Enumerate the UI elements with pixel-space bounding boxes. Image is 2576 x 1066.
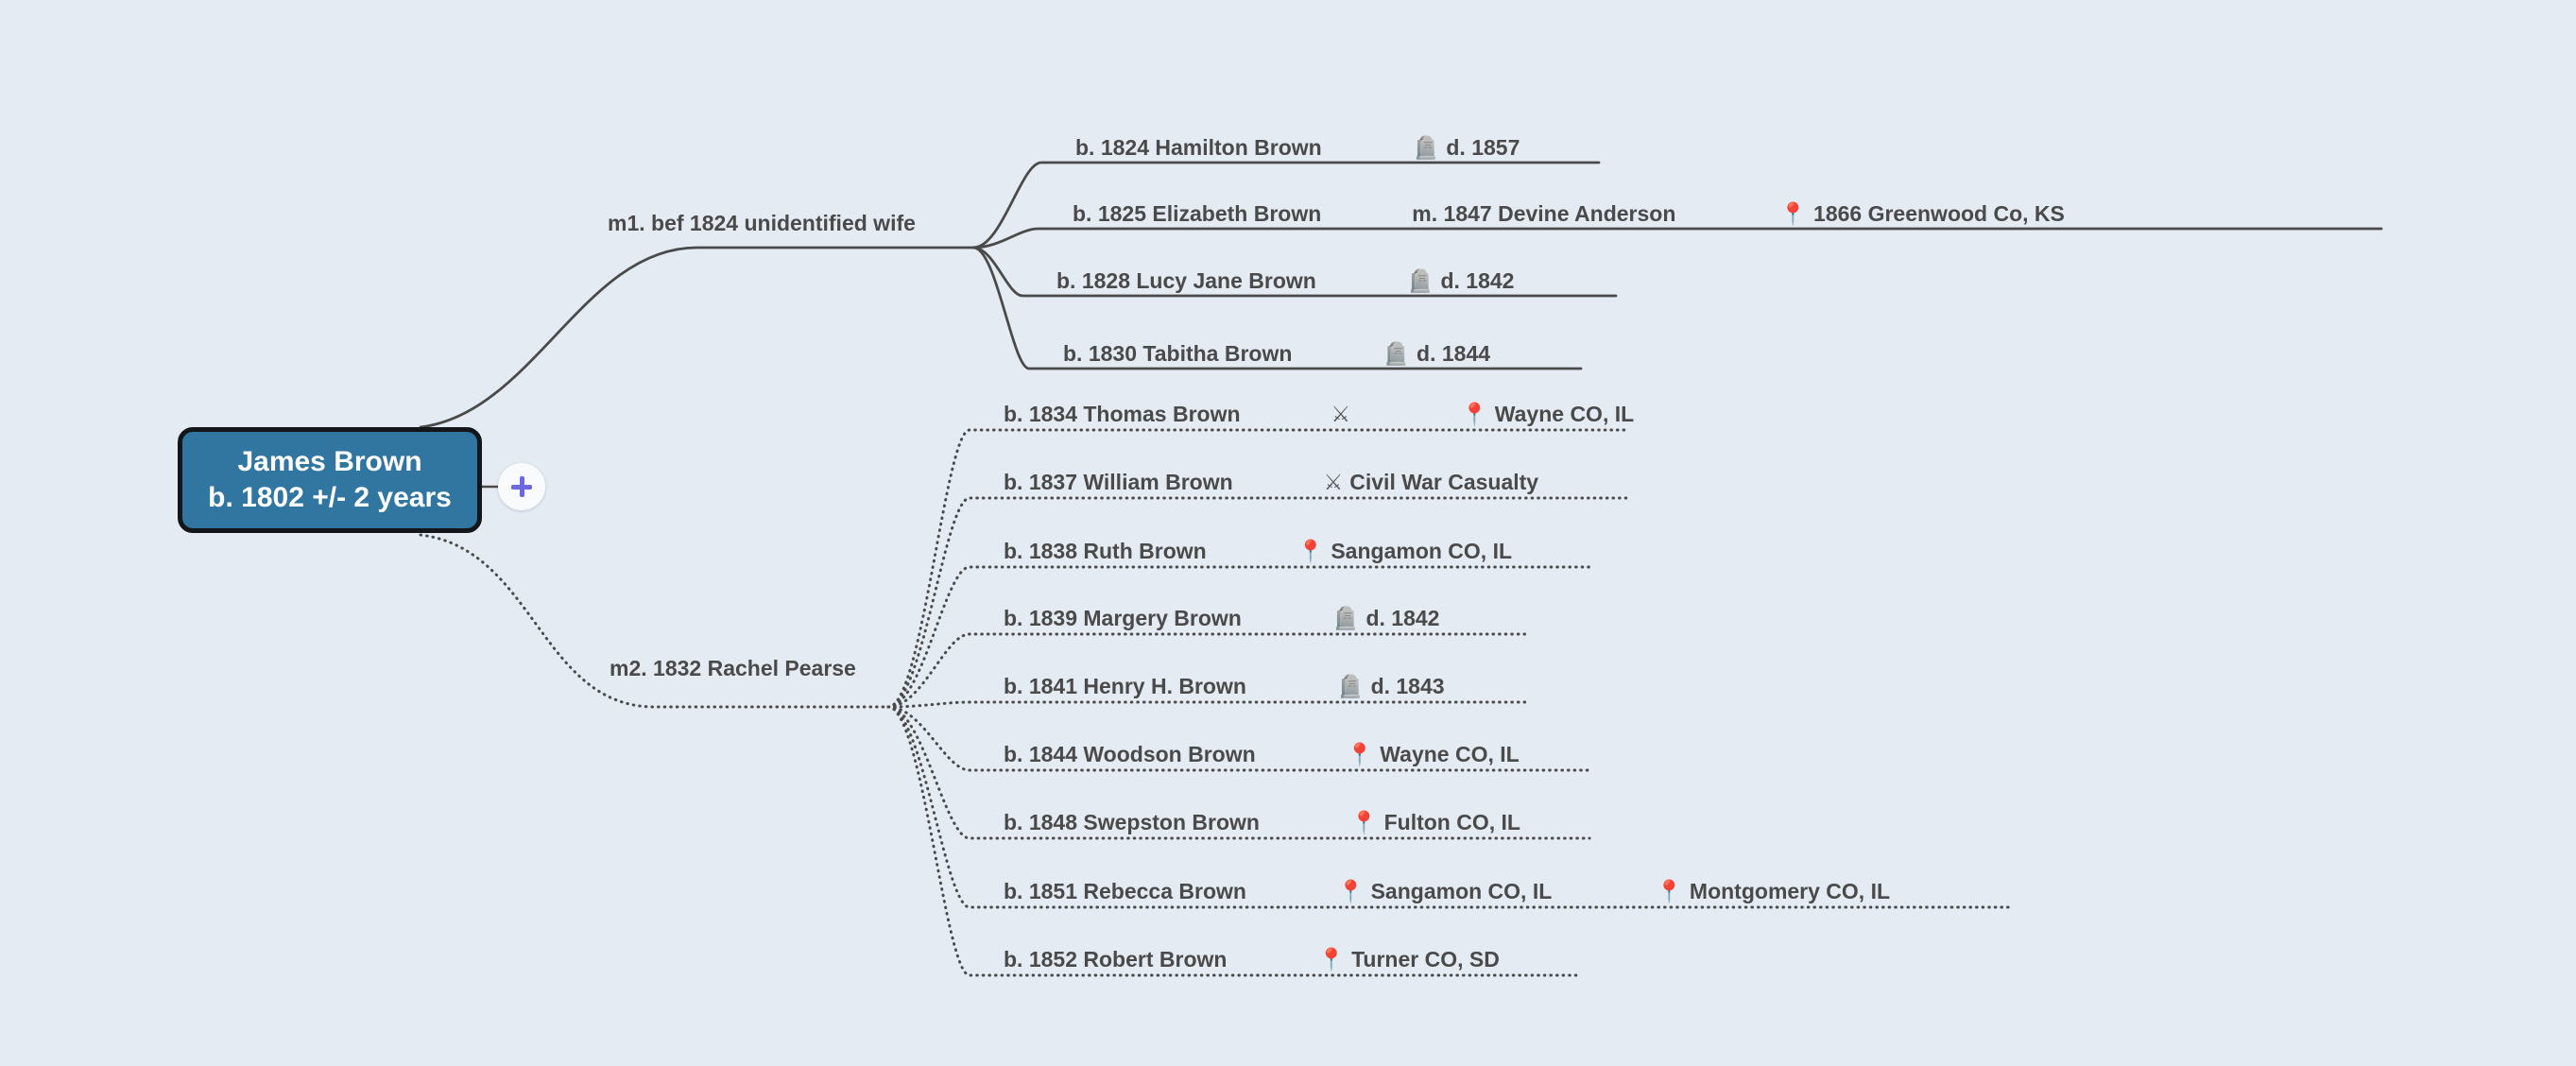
- child-connector: [886, 705, 2013, 909]
- add-node-button[interactable]: [498, 463, 545, 510]
- child-detail: 📍Sangamon CO, IL: [1297, 539, 1512, 564]
- child-detail-text: Wayne CO, IL: [1494, 402, 1635, 426]
- child-detail: 📍Fulton CO, IL: [1350, 810, 1520, 835]
- root-node-name: James Brown: [237, 445, 422, 477]
- child-node-label: b. 1828 Lucy Jane Brown: [1056, 268, 1316, 293]
- child-detail: 🪦d. 1842: [1332, 606, 1440, 631]
- child-detail-text: Fulton CO, IL: [1383, 810, 1520, 834]
- location-pin-icon: 📍: [1317, 948, 1346, 972]
- child-detail-text: Wayne CO, IL: [1380, 742, 1520, 766]
- child-detail-text: d. 1842: [1440, 268, 1515, 293]
- child-detail-text: Montgomery CO, IL: [1689, 879, 1891, 903]
- child-detail: 📍Wayne CO, IL: [1347, 742, 1520, 767]
- child-detail: 📍Sangamon CO, IL: [1337, 879, 1552, 904]
- child-node[interactable]: b. 1825 Elizabeth Brown m. 1847 Devine An…: [1073, 201, 2065, 233]
- child-node[interactable]: b. 1852 Robert Brown 📍Turner CO, SD: [1004, 947, 1500, 979]
- child-node[interactable]: b. 1834 Thomas Brown ⚔ 📍Wayne CO, IL: [1004, 402, 1634, 434]
- child-node-label: b. 1834 Thomas Brown: [1004, 402, 1241, 426]
- child-detail: 🪦d. 1844: [1382, 341, 1490, 367]
- location-pin-icon: 📍: [1346, 743, 1374, 767]
- root-node-birth: b. 1802 +/- 2 years: [208, 482, 452, 513]
- child-node-label: b. 1839 Margery Brown: [1004, 606, 1242, 630]
- child-node-label: b. 1837 William Brown: [1004, 470, 1233, 494]
- child-detail: 📍Montgomery CO, IL: [1656, 879, 1890, 904]
- child-detail: 📍Turner CO, SD: [1317, 947, 1499, 972]
- child-detail: 🪦d. 1842: [1407, 268, 1515, 294]
- child-detail: ⚔Civil War Casualty: [1324, 470, 1538, 495]
- child-detail-text: Sangamon CO, IL: [1331, 539, 1513, 563]
- child-node[interactable]: b. 1851 Rebecca Brown📍Sangamon CO, IL📍Mo…: [1004, 879, 1890, 911]
- child-node[interactable]: b. 1844 Woodson Brown 📍Wayne CO, IL: [1004, 742, 1520, 774]
- gravestone-icon: 🪦: [1406, 269, 1434, 294]
- child-node-label: b. 1824 Hamilton Brown: [1075, 135, 1322, 160]
- child-detail-text: d. 1843: [1370, 674, 1445, 698]
- crossed-swords-icon: ⚔: [1331, 403, 1351, 427]
- child-detail-text: d. 1857: [1446, 135, 1520, 160]
- child-detail: 📍1866 Greenwood Co, KS: [1779, 201, 2065, 227]
- child-detail-text: 1866 Greenwood Co, KS: [1813, 201, 2065, 226]
- child-detail: 🪦d. 1843: [1337, 674, 1445, 699]
- child-node[interactable]: b. 1828 Lucy Jane Brown 🪦d. 1842: [1056, 268, 1514, 301]
- trunk-m1: [419, 246, 975, 429]
- child-node[interactable]: b. 1824 Hamilton Brown 🪦d. 1857: [1075, 135, 1520, 167]
- child-detail-text: d. 1842: [1365, 606, 1440, 630]
- child-detail: ⚔: [1331, 404, 1358, 426]
- child-node-label: b. 1848 Swepston Brown: [1004, 810, 1260, 834]
- child-node[interactable]: b. 1848 Swepston Brown 📍Fulton CO, IL: [1004, 810, 1520, 842]
- child-detail: m. 1847 Devine Anderson: [1412, 201, 1675, 227]
- child-node-label: b. 1852 Robert Brown: [1004, 947, 1228, 971]
- child-detail-text: Sangamon CO, IL: [1370, 879, 1553, 903]
- child-node-label: b. 1841 Henry H. Brown: [1004, 674, 1246, 698]
- child-detail: 📍Wayne CO, IL: [1461, 402, 1634, 427]
- root-node[interactable]: James Brown b. 1802 +/- 2 years: [178, 427, 482, 533]
- child-detail-text: Civil War Casualty: [1349, 470, 1539, 494]
- location-pin-icon: 📍: [1336, 880, 1365, 904]
- child-node-label: b. 1844 Woodson Brown: [1004, 742, 1256, 766]
- child-node[interactable]: b. 1841 Henry H. Brown 🪦d. 1843: [1004, 674, 1445, 706]
- child-node-label: b. 1838 Ruth Brown: [1004, 539, 1207, 563]
- child-node-label: b. 1851 Rebecca Brown: [1004, 879, 1246, 903]
- child-detail-text: Turner CO, SD: [1351, 947, 1500, 971]
- location-pin-icon: 📍: [1349, 811, 1378, 835]
- child-detail: 🪦d. 1857: [1413, 135, 1520, 161]
- location-pin-icon: 📍: [1297, 540, 1325, 564]
- child-node[interactable]: b. 1839 Margery Brown 🪦d. 1842: [1004, 606, 1439, 638]
- gravestone-icon: 🪦: [1331, 607, 1360, 631]
- location-pin-icon: 📍: [1779, 202, 1808, 227]
- child-detail-text: m. 1847 Devine Anderson: [1412, 201, 1676, 226]
- child-node[interactable]: b. 1830 Tabitha Brown 🪦d. 1844: [1063, 341, 1490, 373]
- child-node[interactable]: b. 1837 William Brown ⚔Civil War Casualty: [1004, 470, 1538, 502]
- child-detail-text: d. 1844: [1417, 341, 1491, 366]
- gravestone-icon: 🪦: [1382, 342, 1411, 367]
- branch-label-m1[interactable]: m1. bef 1824 unidentified wife: [608, 211, 916, 235]
- gravestone-icon: 🪦: [1412, 136, 1440, 161]
- child-node-label: b. 1830 Tabitha Brown: [1063, 341, 1293, 366]
- gravestone-icon: 🪦: [1336, 675, 1365, 699]
- child-node[interactable]: b. 1838 Ruth Brown 📍Sangamon CO, IL: [1004, 539, 1512, 571]
- child-node-label: b. 1825 Elizabeth Brown: [1073, 201, 1322, 226]
- location-pin-icon: 📍: [1461, 403, 1488, 427]
- branch-label-m2[interactable]: m2. 1832 Rachel Pearse: [610, 656, 856, 680]
- location-pin-icon: 📍: [1656, 880, 1683, 904]
- crossed-swords-icon: ⚔: [1323, 471, 1344, 495]
